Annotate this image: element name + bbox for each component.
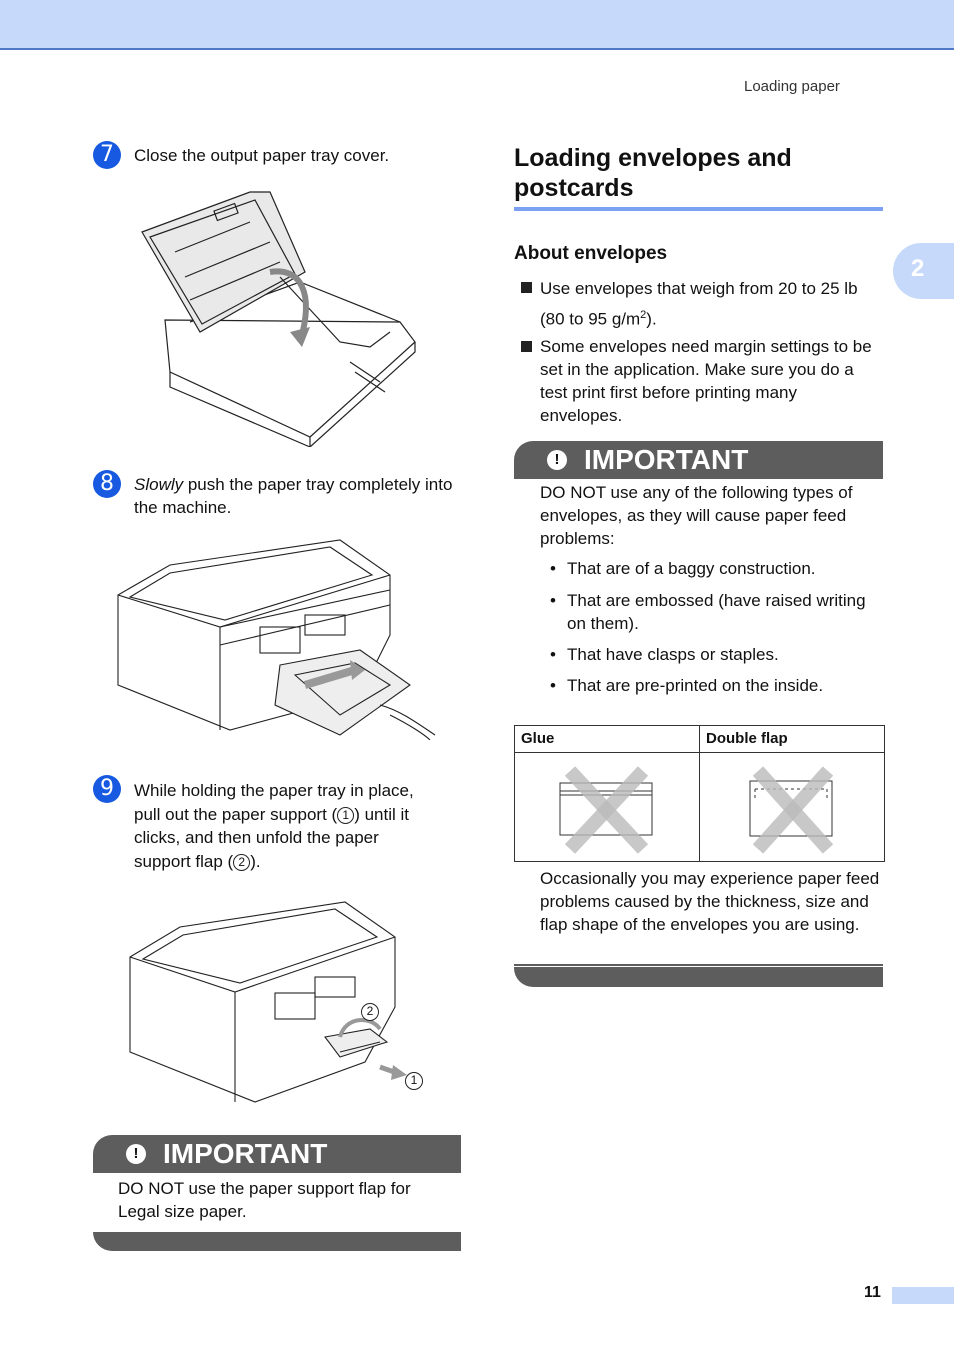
table-header-glue: Glue — [514, 725, 700, 753]
list-item: That are of a baggy construction. — [567, 559, 816, 578]
printer-tray-insert-illustration — [117, 539, 436, 740]
important-box-right-header: ! IMPORTANT — [514, 441, 883, 479]
important-text-left: DO NOT use the paper support flap for Le… — [118, 1179, 411, 1221]
list-dot: • — [550, 591, 556, 610]
step-9-line-1: While holding the paper tray in place, — [134, 781, 414, 800]
important-box-left-header: ! IMPORTANT — [93, 1135, 461, 1173]
bullet-1-text-a: Use envelopes that weigh from 20 to 25 l… — [540, 279, 858, 329]
glue-envelope-crossed-icon — [559, 766, 653, 854]
step-9-line-3: clicks, and then unfold the paper — [134, 828, 379, 847]
important-box-right-footer — [514, 967, 883, 987]
important-closing-right: Occasionally you may experience paper fe… — [540, 869, 880, 934]
important-label-right: IMPORTANT — [584, 444, 749, 475]
page-number: 11 — [864, 1284, 881, 1301]
callout-2: 2 — [361, 1003, 379, 1021]
section-title: Loading envelopes and postcards — [514, 144, 792, 202]
important-box-left-footer — [93, 1232, 461, 1251]
chapter-tab[interactable]: 2 — [893, 243, 954, 299]
step-8-number: 8 — [93, 470, 121, 498]
chapter-number: 2 — [911, 255, 925, 282]
step-9-line-2b: ) until it — [354, 804, 409, 824]
step-8-rest: push the paper tray completely into the … — [134, 475, 453, 517]
important-intro-right: DO NOT use any of the following types of… — [540, 483, 853, 548]
step-8-text: Slowly push the paper tray completely in… — [134, 473, 464, 519]
paper-tray-cover-illustration — [141, 191, 416, 447]
list-item: That are pre-printed on the inside. — [567, 676, 824, 695]
callout-1-inline: 1 — [337, 806, 355, 824]
table-header-double-flap: Double flap — [699, 725, 885, 753]
running-title: Loading paper — [744, 78, 840, 95]
bullet-1-text-b: ). — [646, 309, 657, 329]
double-flap-envelope-cell — [699, 752, 885, 862]
bullet-1-text: Use envelopes that weigh from 20 to 25 l… — [540, 276, 880, 333]
step-7-number: 7 — [93, 141, 121, 169]
step-9-line-4: support flap (2). — [134, 850, 464, 874]
section-title-rule — [514, 207, 883, 211]
step-8-emphasis: Slowly — [134, 475, 184, 494]
step-7-text: Close the output paper tray cover. — [134, 146, 390, 165]
glue-envelope-cell — [514, 752, 700, 862]
step-9-line-4b: ). — [250, 851, 261, 871]
list-dot: • — [550, 645, 556, 664]
page-tab — [892, 1287, 954, 1304]
important-label-left: IMPORTANT — [163, 1138, 328, 1169]
step-9-line-2a: pull out the paper support ( — [134, 804, 338, 824]
callout-1: 1 — [405, 1072, 423, 1090]
list-item: That are embossed (have raised writing o… — [567, 591, 866, 633]
list-dot: • — [550, 676, 556, 695]
list-item: That have clasps or staples. — [567, 645, 779, 664]
double-flap-envelope-crossed-icon — [749, 766, 834, 854]
envelope-types-table: Glue Double flap — [514, 725, 885, 862]
list-dot: • — [550, 559, 556, 578]
step-9-line-2: pull out the paper support (1) until it — [134, 803, 464, 827]
important-box-right-rule — [514, 964, 883, 966]
square-bullet-icon — [521, 341, 532, 352]
bullet-1-sup: 2 — [640, 309, 647, 321]
warning-icon: ! — [126, 1144, 146, 1164]
step-9-line-4a: support flap ( — [134, 851, 234, 871]
printer-paper-support-illustration — [129, 901, 407, 1103]
bullet-2-text: Some envelopes need margin settings to b… — [540, 337, 872, 425]
step-9-text: While holding the paper tray in place, p… — [134, 779, 464, 873]
header-band — [0, 0, 954, 50]
subsection-title: About envelopes — [514, 243, 668, 264]
step-9-number: 9 — [93, 775, 121, 803]
callout-2-inline: 2 — [233, 853, 251, 871]
square-bullet-icon — [521, 282, 532, 293]
warning-icon: ! — [547, 450, 567, 470]
